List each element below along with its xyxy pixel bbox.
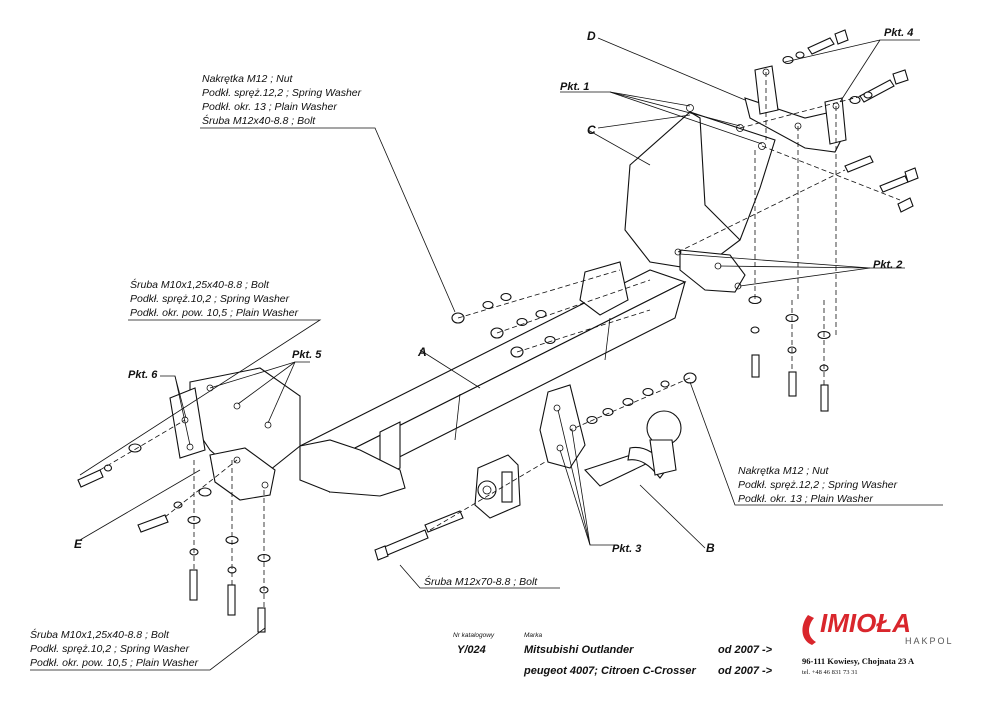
assembly-lines [99, 72, 901, 608]
label-bolt-bottom: Śruba M10x1,25x40-8.8 ; Bolt Podkł. sprę… [30, 628, 199, 669]
label-line: Podkł. spręż.10,2 ; Spring Washer [130, 293, 290, 305]
catalog-marka-label: Marka [524, 632, 542, 639]
right-bracket-c [579, 104, 776, 316]
label-line: Podkł. spręż.10,2 ; Spring Washer [30, 643, 190, 655]
brand-tel: tel. +48 46 831 73 31 [802, 669, 858, 676]
crossbar-a [298, 269, 687, 497]
label-bolt-left: Śruba M10x1,25x40-8.8 ; Bolt Podkł. sprę… [130, 278, 299, 319]
label-line: Podkł. spręż.12,2 ; Spring Washer [738, 479, 898, 491]
label-line: Podkł. okr. 13 ; Plain Washer [738, 493, 873, 505]
towball-b [539, 384, 682, 487]
leader-lines [30, 37, 943, 671]
part-letter-e: E [74, 537, 83, 551]
socket-plate [474, 454, 521, 519]
catalog-nr-label: Nr katalogowy [453, 632, 495, 639]
label-line: Nakrętka M12 ; Nut [202, 73, 294, 85]
label-line: Podkł. okr. pow. 10,5 ; Plain Washer [130, 307, 299, 319]
brand-sub: HAKPOL [905, 636, 954, 646]
brand-name: IMIOŁA [820, 608, 911, 638]
point-label-3: Pkt. 3 [612, 543, 641, 555]
label-line: Podkł. spręż.12,2 ; Spring Washer [202, 87, 362, 99]
label-line: Śruba M10x1,25x40-8.8 ; Bolt [130, 278, 270, 291]
left-bracket-e [169, 367, 301, 501]
catalog-model-1: Mitsubishi Outlander [524, 644, 634, 656]
part-letter-a: A [417, 345, 427, 359]
label-nut-top: Nakrętka M12 ; Nut Podkł. spręż.12,2 ; S… [202, 73, 362, 127]
point-label-6: Pkt. 6 [128, 369, 158, 381]
label-bolt-m12x70: Śruba M12x70-8.8 ; Bolt [424, 575, 538, 588]
catalog-model-2: peugeot 4007; Citroen C-Crosser [523, 665, 696, 677]
point-label-2: Pkt. 2 [873, 259, 902, 271]
label-line: Nakrętka M12 ; Nut [738, 465, 830, 477]
brand-logo: IMIOŁA HAKPOL 96-111 Kowiesy, Chojnata 2… [802, 608, 954, 676]
part-letter-c: C [587, 123, 596, 137]
label-line: Śruba M12x40-8.8 ; Bolt [202, 114, 316, 127]
label-line: Podkł. okr. pow. 10,5 ; Plain Washer [30, 657, 199, 669]
top-plate-d [744, 65, 847, 153]
part-letter-b: B [706, 541, 715, 555]
label-line: Podkł. okr. 13 ; Plain Washer [202, 101, 337, 113]
point-label-4: Pkt. 4 [884, 27, 913, 39]
hook-icon [802, 615, 816, 645]
brand-address: 96-111 Kowiesy, Chojnata 23 A [802, 656, 915, 666]
catalog-model-2-date: od 2007 -> [718, 665, 773, 677]
label-nut-right: Nakrętka M12 ; Nut Podkł. spręż.12,2 ; S… [738, 465, 898, 505]
catalog-model-1-date: od 2007 -> [718, 644, 773, 656]
point-label-5: Pkt. 5 [292, 349, 322, 361]
point-label-1: Pkt. 1 [560, 81, 589, 93]
catalog-nr-value: Y/024 [457, 644, 486, 656]
catalog-block: Nr katalogowy Y/024 Marka Mitsubishi Out… [453, 632, 773, 677]
part-letter-d: D [587, 29, 596, 43]
label-line: Śruba M10x1,25x40-8.8 ; Bolt [30, 628, 170, 641]
